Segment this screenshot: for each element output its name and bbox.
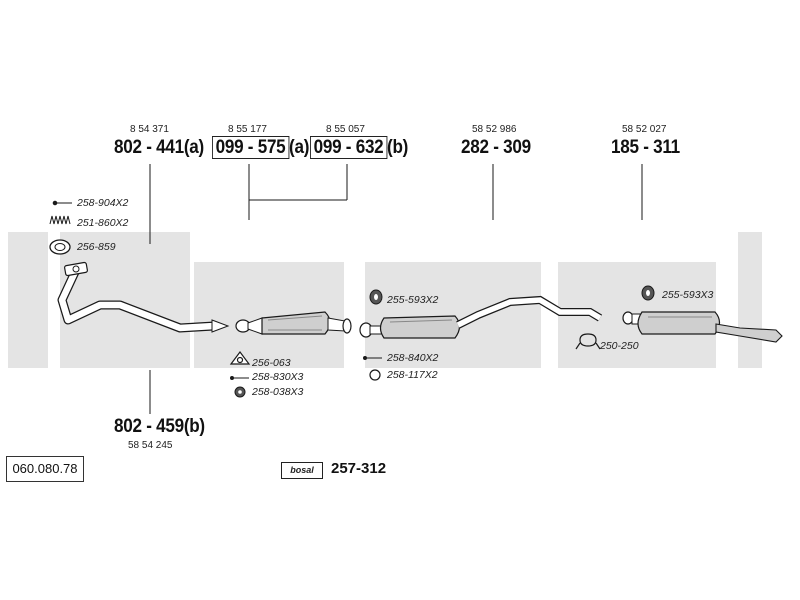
part-number: 099 - 632 (310, 136, 388, 159)
part-suffix: (a) (183, 137, 204, 158)
part-number-front-pipe: 802 - 441(a) (114, 137, 204, 159)
accessory-label: 255-593X2 (387, 294, 439, 306)
part-ref: 58 54 245 (128, 440, 173, 451)
part-suffix: (b) (183, 416, 205, 437)
front-pipe (57, 270, 215, 333)
part-suffix: (b) (387, 137, 409, 158)
part-ref: 8 54 371 (130, 124, 169, 135)
clamp-ring-icon (575, 333, 601, 350)
part-number-catalyst-alt: 099 - 632(b) (310, 136, 409, 159)
part-suffix: (a) (289, 137, 310, 158)
centre-silencer (359, 295, 603, 339)
bolt-icon (230, 356, 382, 380)
gasket-icon (49, 239, 71, 255)
kit-number: 257-312 (331, 460, 387, 477)
part-ref: 58 52 027 (622, 124, 667, 135)
watermark-block (8, 232, 48, 368)
part-ref: 8 55 057 (326, 124, 365, 135)
part-ref: 58 52 986 (472, 124, 517, 135)
watermark-block (365, 262, 541, 368)
part-number-centre-silencer: 282 - 309 (461, 137, 531, 159)
watermark-block (738, 232, 762, 368)
clamp-icon (52, 200, 72, 206)
part-number: 802 - 459 (114, 416, 184, 437)
accessory-label: 258-830X3 (252, 371, 304, 383)
catalog-number: 060.080.78 (6, 456, 84, 482)
accessory-label: 256-063 (252, 357, 291, 369)
bosal-logo: bosal (281, 462, 323, 479)
spring-icon (49, 215, 71, 225)
rear-silencer (622, 311, 783, 343)
accessory-label: 250-250 (600, 340, 639, 352)
part-number: 185 - 311 (611, 137, 680, 158)
accessory-label: 258-904X2 (77, 197, 129, 209)
accessory-label: 258-038X3 (252, 386, 304, 398)
accessory-label: 258-117X2 (387, 369, 438, 381)
watermark-block (60, 232, 190, 368)
triangle-gasket-icon (229, 351, 251, 365)
part-ref: 8 55 177 (228, 124, 267, 135)
part-number: 099 - 575 (212, 136, 290, 159)
part-number-catalyst: 099 - 575(a) (212, 136, 310, 159)
accessory-label: 256-859 (77, 241, 116, 253)
part-number: 802 - 441 (114, 137, 184, 158)
accessory-label: 255-593X3 (662, 289, 714, 301)
ring-icon (369, 369, 381, 381)
part-number-rear-silencer: 185 - 311 (611, 137, 680, 159)
rubber-mount-icon (369, 285, 655, 305)
catalytic-converter (235, 311, 352, 335)
nut-icon (234, 386, 246, 398)
part-number: 282 - 309 (461, 137, 531, 158)
accessory-label: 258-840X2 (387, 352, 439, 364)
part-number-front-pipe-alt: 802 - 459(b) (114, 416, 205, 438)
front-pipe-end (211, 319, 230, 333)
accessory-label: 251-860X2 (77, 217, 129, 229)
